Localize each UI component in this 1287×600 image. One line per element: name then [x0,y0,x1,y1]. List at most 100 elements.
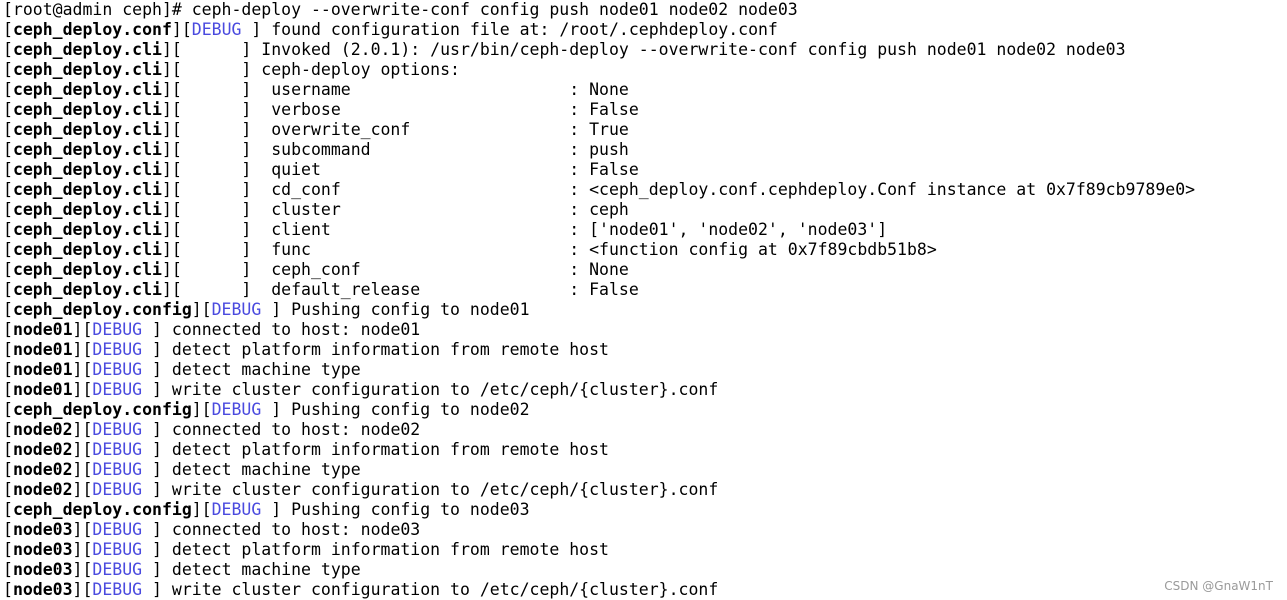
line-text: [ [3,500,13,519]
terminal-line: [node03][DEBUG ] detect machine type [3,560,1283,580]
terminal-line: [node03][DEBUG ] write cluster configura… [3,580,1283,600]
terminal-line: [ceph_deploy.cli][ ] client : ['node01',… [3,220,1283,240]
log-source: node02 [12,460,73,479]
terminal-line: [ceph_deploy.config][DEBUG ] Pushing con… [3,400,1283,420]
log-source: ceph_deploy.cli [12,40,162,59]
terminal-line: [node02][DEBUG ] connected to host: node… [3,420,1283,440]
line-text: ] connected to host: node01 [142,320,421,339]
terminal-line: [node02][DEBUG ] detect machine type [3,460,1283,480]
terminal-output[interactable]: [root@admin ceph]# ceph-deploy --overwri… [3,0,1283,600]
line-text: ][ ] ceph_conf : None [161,260,629,279]
log-level-debug: DEBUG [92,380,143,399]
terminal-line: [ceph_deploy.config][DEBUG ] Pushing con… [3,300,1283,320]
log-level-debug: DEBUG [92,560,143,579]
line-text: [ [3,440,13,459]
log-level-debug: DEBUG [92,520,143,539]
line-text: ] write cluster configuration to /etc/ce… [142,480,719,499]
terminal-line: [ceph_deploy.conf][DEBUG ] found configu… [3,20,1283,40]
log-level-debug: DEBUG [92,420,143,439]
line-text: ][ [72,460,93,479]
line-text: [ [3,260,13,279]
line-text: [ [3,320,13,339]
line-text: ][ ] verbose : False [161,100,639,119]
line-text: [ [3,580,13,599]
log-level-debug: DEBUG [211,300,262,319]
line-text: [ [3,400,13,419]
line-text: ] detect platform information from remot… [142,540,609,559]
line-text: [ [3,420,13,439]
line-text: ][ ] quiet : False [161,160,639,179]
line-text: ] connected to host: node03 [142,520,421,539]
log-level-debug: DEBUG [191,20,242,39]
line-text: [ [3,480,13,499]
line-text: [ [3,220,13,239]
line-text: ] detect machine type [142,560,361,579]
line-text: [ [3,20,13,39]
line-text: ][ ] Invoked (2.0.1): /usr/bin/ceph-depl… [161,40,1126,59]
line-text: ] Pushing config to node02 [261,400,530,419]
log-source: node03 [12,560,73,579]
log-source: ceph_deploy.cli [12,280,162,299]
line-text: [ [3,60,13,79]
log-level-debug: DEBUG [211,400,262,419]
line-text: [ [3,280,13,299]
line-text: ][ [72,440,93,459]
log-source: node03 [12,520,73,539]
line-text: ][ ] cluster : ceph [161,200,629,219]
log-source: node01 [12,340,73,359]
terminal-line: [ceph_deploy.cli][ ] default_release : F… [3,280,1283,300]
line-text: [root@admin ceph]# ceph-deploy --overwri… [3,0,798,19]
line-text: ][ ] ceph-deploy options: [161,60,460,79]
log-source: node03 [12,580,73,599]
line-text: [ [3,560,13,579]
log-source: node01 [12,360,73,379]
line-text: [ [3,120,13,139]
log-source: ceph_deploy.conf [12,20,172,39]
log-level-debug: DEBUG [92,340,143,359]
line-text: ][ [191,500,212,519]
terminal-line: [ceph_deploy.cli][ ] subcommand : push [3,140,1283,160]
line-text: [ [3,520,13,539]
log-level-debug: DEBUG [92,440,143,459]
terminal-line: [node03][DEBUG ] connected to host: node… [3,520,1283,540]
log-level-debug: DEBUG [92,360,143,379]
log-source: ceph_deploy.cli [12,260,162,279]
log-source: ceph_deploy.config [12,500,192,519]
terminal-line: [ceph_deploy.cli][ ] cd_conf : <ceph_dep… [3,180,1283,200]
terminal-line: [root@admin ceph]# ceph-deploy --overwri… [3,0,1283,20]
log-source: ceph_deploy.config [12,400,192,419]
line-text: ][ [72,560,93,579]
line-text: ][ ] func : <function config at 0x7f89cb… [161,240,937,259]
log-source: ceph_deploy.config [12,300,192,319]
log-level-debug: DEBUG [211,500,262,519]
terminal-line: [ceph_deploy.cli][ ] ceph-deploy options… [3,60,1283,80]
line-text: ][ ] overwrite_conf : True [161,120,629,139]
line-text: ][ [72,380,93,399]
line-text: ][ [72,420,93,439]
terminal-line: [ceph_deploy.cli][ ] cluster : ceph [3,200,1283,220]
line-text: ] write cluster configuration to /etc/ce… [142,380,719,399]
line-text: [ [3,360,13,379]
line-text: [ [3,460,13,479]
line-text: [ [3,140,13,159]
line-text: [ [3,180,13,199]
line-text: ] Pushing config to node01 [261,300,530,319]
log-source: ceph_deploy.cli [12,140,162,159]
log-source: node01 [12,380,73,399]
line-text: ][ [191,400,212,419]
line-text: ] detect machine type [142,360,361,379]
line-text: ][ [171,20,192,39]
line-text: [ [3,340,13,359]
terminal-line: [node03][DEBUG ] detect platform informa… [3,540,1283,560]
terminal-line: [ceph_deploy.cli][ ] verbose : False [3,100,1283,120]
line-text: [ [3,200,13,219]
line-text: ][ ] client : ['node01', 'node02', 'node… [161,220,888,239]
terminal-line: [ceph_deploy.cli][ ] func : <function co… [3,240,1283,260]
line-text: [ [3,540,13,559]
line-text: ] write cluster configuration to /etc/ce… [142,580,719,599]
line-text: [ [3,380,13,399]
line-text: [ [3,80,13,99]
line-text: [ [3,160,13,179]
line-text: ][ [72,580,93,599]
line-text: ][ [72,520,93,539]
